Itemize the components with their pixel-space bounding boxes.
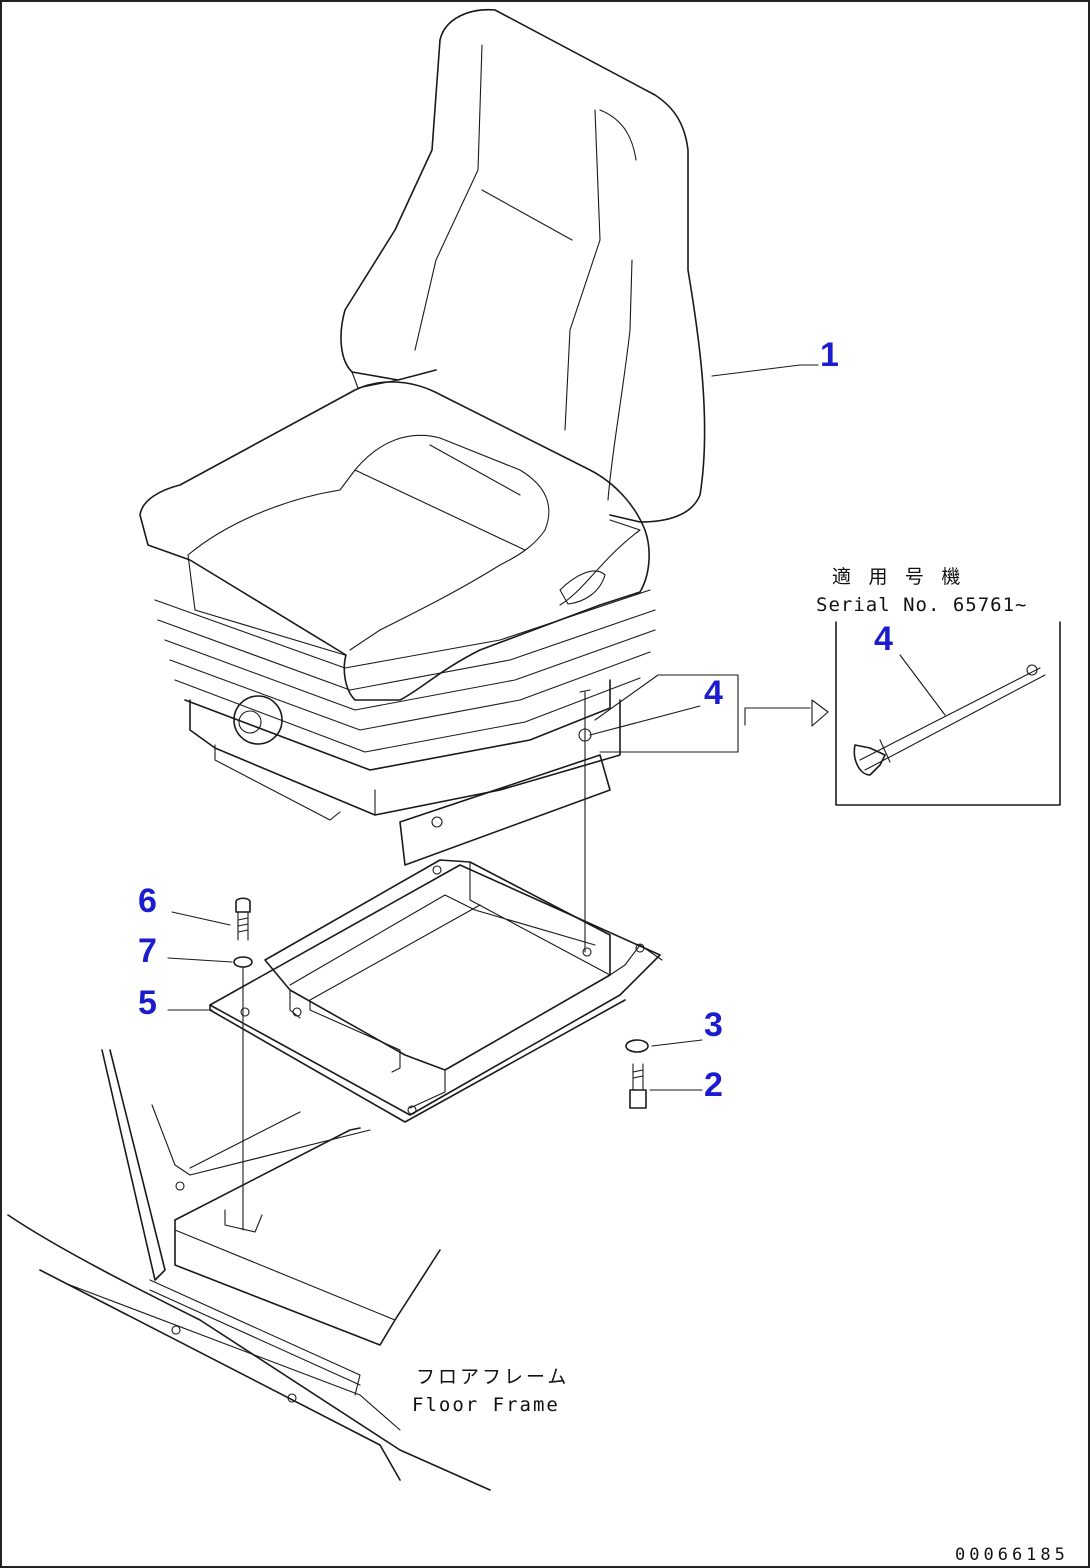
serial-note-en: Serial No. 65761~ bbox=[816, 594, 1028, 616]
callout-4-bracket bbox=[589, 674, 829, 753]
floor-frame bbox=[7, 1049, 491, 1491]
callout-7: 7 bbox=[138, 932, 157, 970]
seat-suspension bbox=[154, 589, 656, 821]
seat-cushion bbox=[139, 381, 650, 701]
leader-lines bbox=[167, 364, 819, 1091]
serial-inset bbox=[835, 621, 1061, 806]
callout-4-inset: 4 bbox=[874, 620, 893, 658]
callout-2: 2 bbox=[704, 1066, 723, 1104]
callout-1: 1 bbox=[820, 336, 839, 374]
floor-frame-note-en: Floor Frame bbox=[412, 1394, 560, 1416]
callout-4-main: 4 bbox=[704, 674, 723, 712]
mounting-plate bbox=[209, 859, 663, 1123]
callout-3: 3 bbox=[704, 1006, 723, 1044]
seat-slide-rail bbox=[399, 754, 611, 866]
serial-note-jp: 適 用 号 機 bbox=[832, 566, 964, 588]
callout-5: 5 bbox=[138, 984, 157, 1022]
callout-6: 6 bbox=[138, 882, 157, 920]
floor-frame-note-jp: フロアフレーム bbox=[416, 1366, 570, 1388]
drawing-code: 00066185 bbox=[955, 1545, 1069, 1565]
fasteners bbox=[233, 691, 649, 1231]
seat-backrest bbox=[340, 8, 706, 523]
